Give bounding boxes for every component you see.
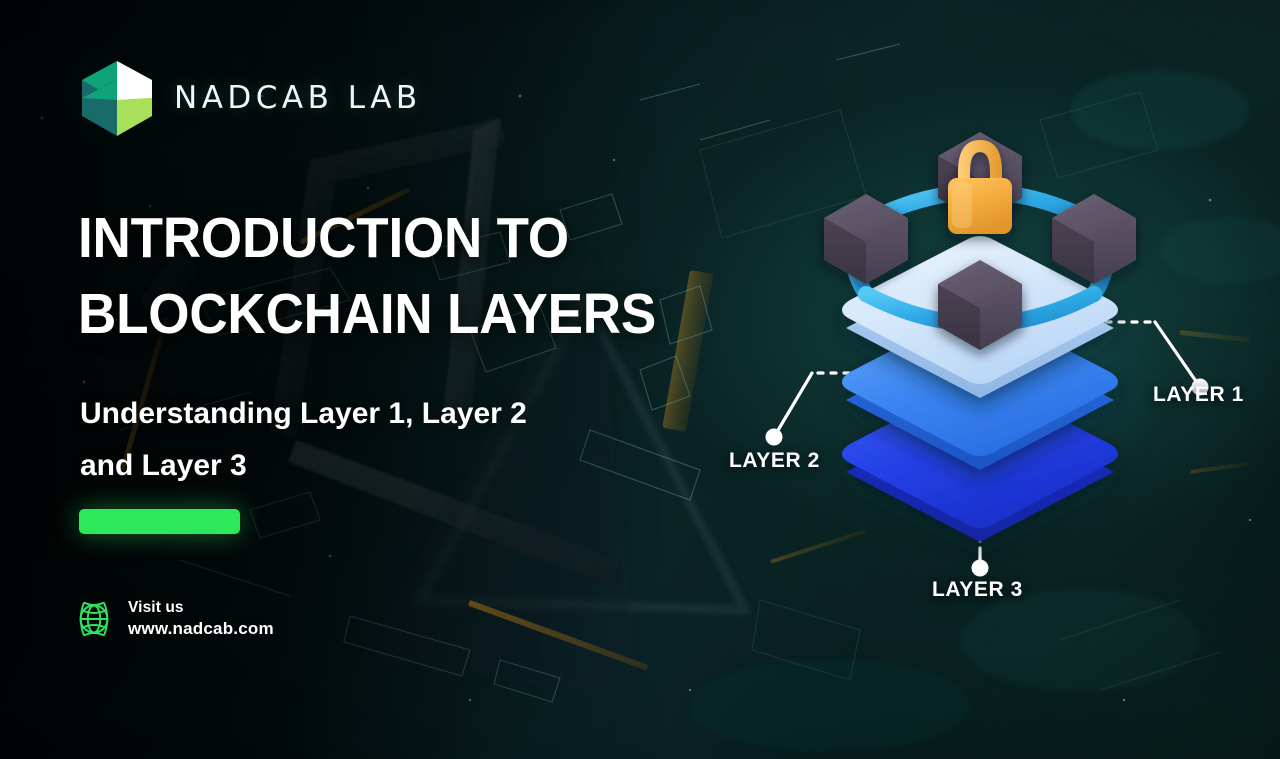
subtitle-line-2: and Layer 3 bbox=[80, 448, 247, 482]
node-cube-left bbox=[824, 194, 908, 284]
website-url[interactable]: www.nadcab.com bbox=[128, 619, 274, 638]
globe-icon bbox=[79, 601, 109, 637]
visit-us-text: Visit us www.nadcab.com bbox=[128, 599, 274, 639]
title-line-1: INTRODUCTION TO bbox=[78, 206, 569, 270]
layers-3d-svg bbox=[765, 132, 1209, 577]
brand-wordmark: NADCAB LAB bbox=[174, 80, 422, 116]
visit-us-label: Visit us bbox=[128, 599, 184, 616]
node-cube-right bbox=[1052, 194, 1136, 284]
page-title: INTRODUCTION TO BLOCKCHAIN LAYERS bbox=[78, 200, 683, 353]
padlock-icon bbox=[948, 140, 1012, 234]
layer-1-label: LAYER 1 bbox=[1153, 383, 1244, 406]
title-line-2: BLOCKCHAIN LAYERS bbox=[78, 282, 657, 347]
blockchain-layers-illustration bbox=[690, 110, 1280, 640]
page-subtitle: Understanding Layer 1, Layer 2 and Layer… bbox=[80, 388, 720, 491]
layer-2-label: LAYER 2 bbox=[729, 449, 820, 472]
node-cube-front bbox=[938, 260, 1022, 350]
hexagon-cube-logo-icon bbox=[82, 61, 152, 136]
layer-3-label: LAYER 3 bbox=[932, 578, 1023, 601]
visit-us-block[interactable]: Visit us www.nadcab.com bbox=[72, 596, 274, 642]
brand-logo[interactable]: NADCAB LAB bbox=[78, 58, 422, 138]
subtitle-line-1: Understanding Layer 1, Layer 2 bbox=[80, 397, 527, 430]
accent-bar bbox=[79, 509, 240, 534]
